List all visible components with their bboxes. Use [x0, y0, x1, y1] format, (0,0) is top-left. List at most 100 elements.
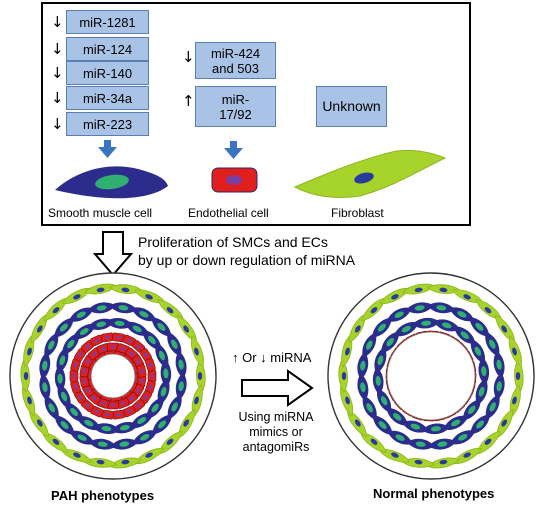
smc-cell	[175, 372, 187, 401]
fibroblast-nucleus	[414, 459, 423, 465]
mirna-box-34a: miR-34a	[66, 86, 149, 110]
smc-nucleus	[119, 441, 130, 447]
smc-nucleus	[79, 328, 89, 335]
smc-cell	[92, 423, 121, 434]
down-arrow-icon: ↓	[51, 64, 64, 82]
hollow-down-arrow-icon	[93, 231, 133, 277]
fibroblast-nucleus	[166, 307, 174, 314]
fibroblast-nucleus	[512, 347, 517, 356]
down-arrow-icon: ↓	[51, 40, 64, 58]
smc-cell	[132, 430, 158, 445]
smc-nucleus	[394, 311, 404, 318]
fibroblast-nucleus	[515, 372, 521, 380]
smc-nucleus	[377, 323, 386, 332]
smc-nucleus	[140, 434, 150, 441]
smc-cell	[493, 350, 505, 379]
normal-phenotype-label: Normal phenotypes	[373, 486, 495, 501]
fibroblast-cell	[452, 447, 483, 465]
smc-cell	[427, 302, 456, 314]
smc-nucleus	[378, 421, 387, 430]
smc-nucleus	[457, 311, 467, 318]
smc-nucleus	[76, 311, 86, 318]
smc-nucleus	[84, 419, 94, 427]
fibroblast-nucleus	[194, 396, 199, 405]
fibroblast-nucleus	[484, 438, 492, 445]
smc-cell	[443, 415, 469, 430]
fibroblast-label: Fibroblast	[331, 206, 384, 220]
smc-cell	[454, 326, 476, 345]
smc-nucleus	[496, 359, 502, 370]
fibroblast-nucleus	[354, 419, 361, 427]
smc-nucleus	[476, 420, 485, 429]
fibroblast-nucleus	[501, 325, 508, 333]
smc-cell	[433, 319, 461, 332]
endothelial-cell-icon	[211, 167, 258, 193]
smc-nucleus	[395, 434, 405, 441]
unknown-label: Unknown	[322, 98, 381, 114]
smc-cell	[393, 322, 419, 337]
smc-cell	[357, 351, 369, 380]
ec-nucleus	[129, 351, 135, 356]
fibroblast-cell	[134, 447, 165, 465]
smc-cell	[470, 414, 490, 435]
ec-nucleus	[78, 352, 83, 358]
smc-nucleus	[451, 419, 461, 427]
ec-cell	[145, 358, 156, 372]
smc-nucleus	[489, 402, 496, 412]
ec-nucleus	[94, 338, 100, 343]
ec-nucleus	[100, 401, 106, 405]
smc-cell	[377, 388, 392, 414]
regulation-text: ↑ Or ↓ miRNA	[232, 350, 312, 365]
smc-cell	[44, 332, 59, 358]
smc-nucleus	[475, 322, 484, 331]
fibroblast-icon	[293, 149, 447, 199]
fibroblast-nucleus	[27, 396, 32, 405]
fibroblast-nucleus	[27, 347, 32, 356]
ec-cell	[112, 332, 126, 343]
ec-cell	[147, 369, 157, 383]
smc-nucleus	[496, 381, 502, 392]
ec-nucleus	[91, 396, 97, 401]
fibroblast-nucleus	[391, 452, 399, 458]
pah-vessel-icon	[9, 272, 217, 480]
fibroblast-cell	[338, 359, 348, 393]
mirna-label: miR-140	[82, 65, 133, 81]
fibroblast-nucleus	[345, 347, 350, 356]
smc-cell	[110, 438, 139, 450]
smc-cell	[109, 302, 138, 314]
smc-nucleus	[171, 339, 178, 349]
smooth-muscle-cell-icon	[55, 166, 168, 199]
smc-nucleus	[366, 340, 373, 350]
smc-cell	[357, 373, 369, 402]
ec-cell	[74, 348, 87, 362]
smc-nucleus	[139, 311, 149, 318]
ec-cell	[90, 405, 104, 418]
smc-cell	[362, 395, 377, 421]
fibroblast-cell	[347, 410, 367, 438]
ec-nucleus	[148, 362, 153, 368]
ec-nucleus	[85, 344, 90, 349]
ec-nucleus	[136, 403, 141, 408]
ec-nucleus	[139, 378, 144, 384]
fibroblast-nucleus	[197, 372, 203, 380]
ec-nucleus	[73, 384, 78, 390]
fibroblast-nucleus	[370, 307, 378, 314]
smc-nucleus	[158, 350, 165, 361]
fibroblast-cell	[378, 449, 411, 463]
smc-nucleus	[474, 346, 482, 356]
ec-nucleus	[82, 378, 87, 384]
fibroblast-nucleus	[96, 287, 105, 293]
smc-nucleus	[489, 339, 496, 349]
smc-nucleus	[178, 381, 184, 392]
smc-nucleus	[77, 434, 87, 441]
smc-cell	[167, 331, 182, 357]
smc-nucleus	[160, 386, 167, 397]
fibroblast-nucleus	[36, 325, 43, 333]
fibroblast-cell	[190, 335, 204, 367]
fibroblast-nucleus	[463, 294, 471, 300]
smc-nucleus	[460, 331, 469, 339]
smc-nucleus	[380, 396, 388, 406]
fibroblast-nucleus	[36, 419, 43, 427]
down-arrow-icon: ↓	[182, 48, 195, 66]
smc-cell	[412, 317, 441, 329]
